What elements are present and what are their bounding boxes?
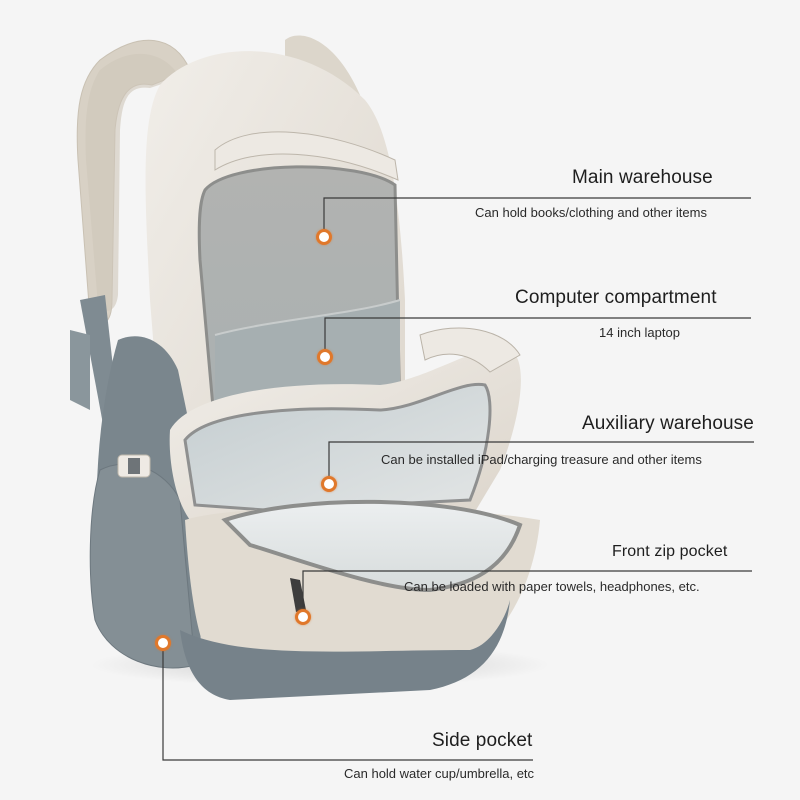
callout-desc-auxiliary-warehouse: Can be installed iPad/charging treasure … — [381, 452, 702, 467]
callout-desc-side-pocket: Can hold water cup/umbrella, etc — [344, 766, 535, 781]
leader-line-front-zip-pocket — [302, 570, 752, 609]
leader-line-main-warehouse — [323, 197, 751, 229]
callout-title-auxiliary-warehouse: Auxiliary warehouse — [582, 413, 754, 434]
callout-desc-front-zip-pocket: Can be loaded with paper towels, headpho… — [404, 579, 700, 594]
marker-dot-side-pocket — [155, 635, 171, 651]
marker-dot-front-zip-pocket — [295, 609, 311, 625]
callout-title-computer-compartment: Computer compartment — [515, 287, 717, 308]
leader-line-side-pocket — [162, 651, 533, 761]
callout-desc-main-warehouse: Can hold books/clothing and other items — [475, 205, 707, 220]
marker-dot-main-warehouse — [316, 229, 332, 245]
callout-title-front-zip-pocket: Front zip pocket — [612, 543, 728, 560]
callout-title-main-warehouse: Main warehouse — [572, 167, 713, 188]
marker-dot-computer-compartment — [317, 349, 333, 365]
marker-dot-auxiliary-warehouse — [321, 476, 337, 492]
callout-title-side-pocket: Side pocket — [432, 730, 533, 751]
callout-desc-computer-compartment: 14 inch laptop — [599, 325, 680, 340]
zipper-pull — [290, 578, 306, 612]
side-pocket-panel — [89, 463, 196, 669]
leader-line-auxiliary-warehouse — [328, 441, 754, 476]
backpack-base — [180, 600, 510, 700]
leader-line-computer-compartment — [324, 317, 751, 349]
